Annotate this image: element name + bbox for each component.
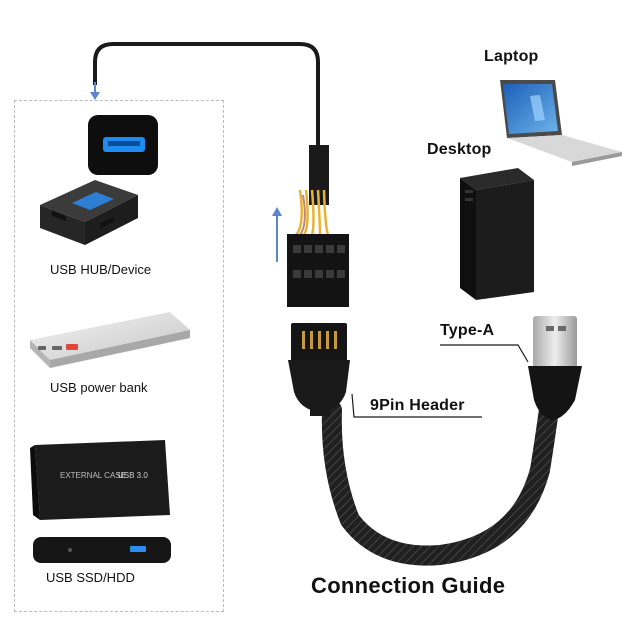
power-bank-label: USB power bank: [50, 380, 148, 395]
enclosure-sub-text: EXTERNAL CASE: [60, 471, 126, 480]
up-arrow-icon: [272, 207, 282, 262]
braided-cable: [321, 375, 562, 566]
cable-loop: [93, 42, 320, 150]
enclosure-brand-text: USB 3.0: [118, 471, 148, 480]
page-title: Connection Guide: [311, 573, 506, 598]
down-arrow-icon: [90, 82, 100, 100]
hdd-enclosure-icon: EXTERNAL CASE USB 3.0: [30, 440, 170, 520]
usb-hub-icon: [40, 180, 138, 245]
usb-hub-label: USB HUB/Device: [50, 262, 152, 277]
ssd-drive-icon: [33, 537, 171, 563]
usb-type-a-plug-icon: [528, 316, 582, 420]
laptop-label: Laptop: [484, 48, 539, 65]
pin-header-label: 9Pin Header: [370, 397, 465, 414]
female-header-icon: [287, 145, 349, 307]
ssd-hdd-label: USB SSD/HDD: [46, 570, 135, 585]
laptop-icon: [500, 80, 622, 166]
pin-header-leader: [351, 393, 482, 418]
usb-port-icon: [88, 115, 158, 175]
type-a-label: Type-A: [440, 322, 495, 339]
type-a-leader: [440, 344, 529, 363]
power-bank-icon: [30, 312, 190, 368]
nine-pin-header-icon: [288, 323, 350, 416]
devices-panel: [14, 100, 224, 612]
desktop-label: Desktop: [427, 141, 492, 158]
desktop-tower-icon: [460, 168, 534, 300]
